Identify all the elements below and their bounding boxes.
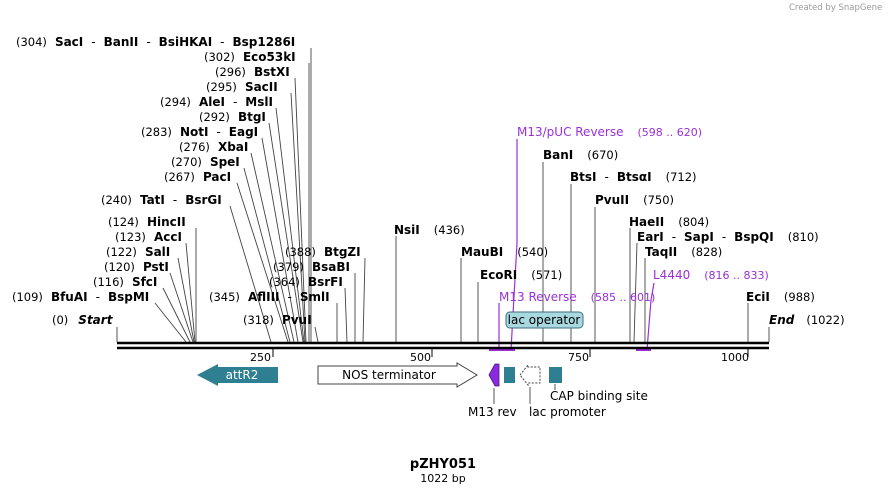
site-banI[interactable]: BanI(670) — [543, 148, 618, 162]
site-btgZI[interactable]: (388)BtgZI — [285, 245, 361, 259]
tick-label-1000: 1000 — [721, 351, 749, 364]
leader-btgI — [268, 122, 304, 343]
lac-operator-mark[interactable] — [504, 367, 515, 383]
site-bfuAI[interactable]: (109)BfuAI-BspMI — [12, 290, 149, 304]
site-xbaI[interactable]: (276)XbaI — [179, 140, 248, 154]
site-bsrFI[interactable]: (364)BsrFI — [269, 275, 343, 289]
nos-terminator-label: NOS terminator — [342, 368, 436, 382]
ruler: 250 500 750 1000 — [250, 348, 749, 364]
leader-aleI — [275, 107, 305, 343]
leader-pstI — [169, 272, 194, 343]
tick-label-750: 750 — [568, 351, 589, 364]
start-label: (0)Start — [52, 313, 114, 327]
nos-terminator-feature[interactable]: NOS terminator — [317, 362, 478, 388]
site-ecoRI[interactable]: EcoRI(571) — [480, 268, 562, 282]
site-haeII[interactable]: HaeII(804) — [629, 215, 709, 229]
leader-bfuAI — [154, 302, 187, 343]
site-taqII[interactable]: TaqII(828) — [645, 245, 722, 259]
cap-binding-site-feature[interactable] — [549, 367, 562, 383]
leader-notI — [261, 137, 299, 343]
plasmid-name: pZHY051 — [410, 457, 476, 472]
primer-labels: M13/pUC Reverse(598 .. 620) M13 Reverse(… — [499, 125, 769, 304]
site-aleI[interactable]: (294)AleI-MslI — [160, 95, 273, 109]
m13-rev-label: M13 rev — [468, 405, 517, 419]
site-labels: (304)SacI-BanII-BsiHKAI-Bsp1286I (302)Ec… — [12, 35, 845, 327]
leader-pvuI — [314, 326, 319, 343]
site-sacII[interactable]: (295)SacII — [206, 80, 278, 94]
snapgene-credit: Created by SnapGene — [789, 3, 882, 13]
site-bsaBI[interactable]: (379)BsaBI — [273, 260, 350, 274]
primer-m13-reverse[interactable]: M13 Reverse(585 .. 601) — [499, 290, 655, 304]
site-nsiI[interactable]: NsiI(436) — [394, 223, 465, 237]
site-btgI[interactable]: (292)BtgI — [199, 110, 266, 124]
site-speI[interactable]: (270)SpeI — [171, 155, 240, 169]
primer-leader-l4440 — [646, 282, 655, 351]
primer-m13-puc-reverse[interactable]: M13/pUC Reverse(598 .. 620) — [517, 125, 702, 139]
site-tatI[interactable]: (240)TatI-BsrGI — [101, 193, 222, 207]
site-eciI[interactable]: EciI(988) — [746, 290, 815, 304]
site-salI[interactable]: (122)SalI — [106, 245, 170, 259]
site-notI[interactable]: (283)NotI-EagI — [141, 125, 258, 139]
primer-l4440[interactable]: L4440(816 .. 833) — [653, 268, 769, 282]
leader-bsrFI — [344, 287, 348, 343]
leader-xbaI — [250, 152, 295, 343]
site-bstXI[interactable]: (296)BstXI — [215, 65, 290, 79]
site-accI[interactable]: (123)AccI — [115, 230, 182, 244]
site-mauBI[interactable]: MauBI(540) — [461, 245, 548, 259]
site-pvuI[interactable]: (318)PvuI — [243, 313, 312, 327]
leader-pacI — [236, 182, 289, 343]
attR2-feature[interactable]: attR2 — [197, 364, 278, 386]
lac-operator-label: lac operator — [508, 313, 581, 327]
site-leader-lines — [116, 48, 770, 343]
site-pacI[interactable]: (267)PacI — [164, 170, 231, 184]
plasmid-size: 1022 bp — [420, 472, 465, 485]
m13-rev-feature[interactable] — [488, 363, 500, 387]
site-btsI[interactable]: BtsI-BtsαI(712) — [570, 170, 697, 184]
cap-binding-site-label: CAP binding site — [550, 389, 648, 403]
leader-accI — [185, 242, 196, 343]
leader-btgZI — [362, 257, 366, 343]
leader-earI — [633, 242, 638, 343]
site-sfcI[interactable]: (116)SfcI — [93, 275, 157, 289]
site-aflIII[interactable]: (345)AflIII-SmlI — [209, 290, 330, 304]
site-sacI[interactable]: (304)SacI-BanII-BsiHKAI-Bsp1286I — [16, 35, 295, 49]
leader-salI — [177, 257, 195, 343]
leader-bstXI — [294, 77, 307, 343]
lac-operator-feature[interactable]: lac operator — [505, 311, 584, 329]
feature-connectors — [493, 384, 556, 404]
leader-tatI — [229, 205, 272, 343]
dna-backbone — [117, 341, 769, 350]
site-pstI[interactable]: (120)PstI — [104, 260, 169, 274]
attR2-label: attR2 — [226, 368, 259, 382]
lac-promoter-label: lac promoter — [529, 405, 606, 419]
end-label: End(1022) — [769, 313, 845, 327]
leader-sacII — [290, 92, 306, 343]
tick-label-250: 250 — [250, 351, 271, 364]
site-hincII[interactable]: (124)HincII — [108, 215, 186, 229]
site-pvuII[interactable]: PvuII(750) — [595, 193, 674, 207]
lac-promoter-feature[interactable] — [519, 363, 541, 387]
site-earI[interactable]: EarI-SapI-BspQI(810) — [637, 230, 819, 244]
leader-sfcI — [162, 287, 191, 343]
tick-label-500: 500 — [410, 351, 431, 364]
leader-speI — [243, 167, 291, 343]
site-eco53kI[interactable]: (302)Eco53kI — [204, 50, 296, 64]
